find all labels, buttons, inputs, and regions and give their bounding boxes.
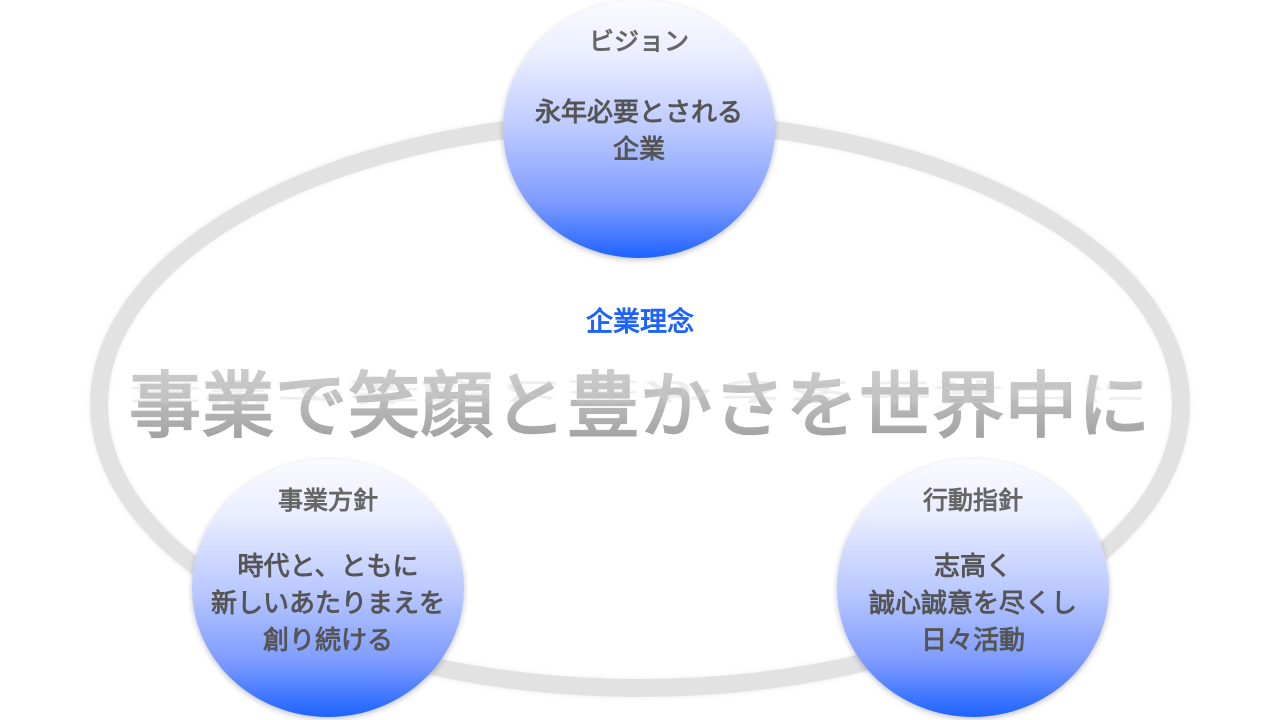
action-guideline-bubble: 行動指針 志高く 誠心誠意を尽くし 日々活動 — [837, 459, 1109, 717]
business-policy-heading: 事業方針 — [277, 486, 378, 515]
philosophy-statement: 事業で笑顔と豊かさを世界中に — [0, 347, 1280, 452]
vision-bubble: ビジョン 永年必要とされる 企業 — [503, 0, 775, 258]
vision-body: 永年必要とされる 企業 — [503, 95, 775, 169]
business-policy-line-2: 新しいあたりまえを — [210, 589, 445, 619]
philosophy-label: 企業理念 — [586, 307, 694, 338]
business-policy-body: 時代と、ともに 新しいあたりまえを 創り続ける — [192, 549, 464, 660]
philosophy-statement-reflection: 事業で笑顔と豊かさを世界中に — [128, 376, 1151, 407]
action-guideline-line-3: 日々活動 — [920, 626, 1025, 656]
action-guideline-line-2: 誠心誠意を尽くし — [868, 589, 1077, 619]
business-policy-line-3: 創り続ける — [262, 626, 393, 656]
vision-line-2: 企業 — [612, 135, 665, 165]
business-policy-bubble: 事業方針 時代と、ともに 新しいあたりまえを 創り続ける — [192, 459, 464, 717]
action-guideline-line-1: 志高く — [933, 552, 1012, 582]
vision-heading: ビジョン — [588, 27, 689, 56]
vision-line-1: 永年必要とされる — [534, 98, 743, 128]
action-guideline-heading: 行動指針 — [922, 486, 1023, 515]
action-guideline-body: 志高く 誠心誠意を尽くし 日々活動 — [837, 549, 1109, 660]
business-policy-line-1: 時代と、ともに — [237, 552, 419, 582]
